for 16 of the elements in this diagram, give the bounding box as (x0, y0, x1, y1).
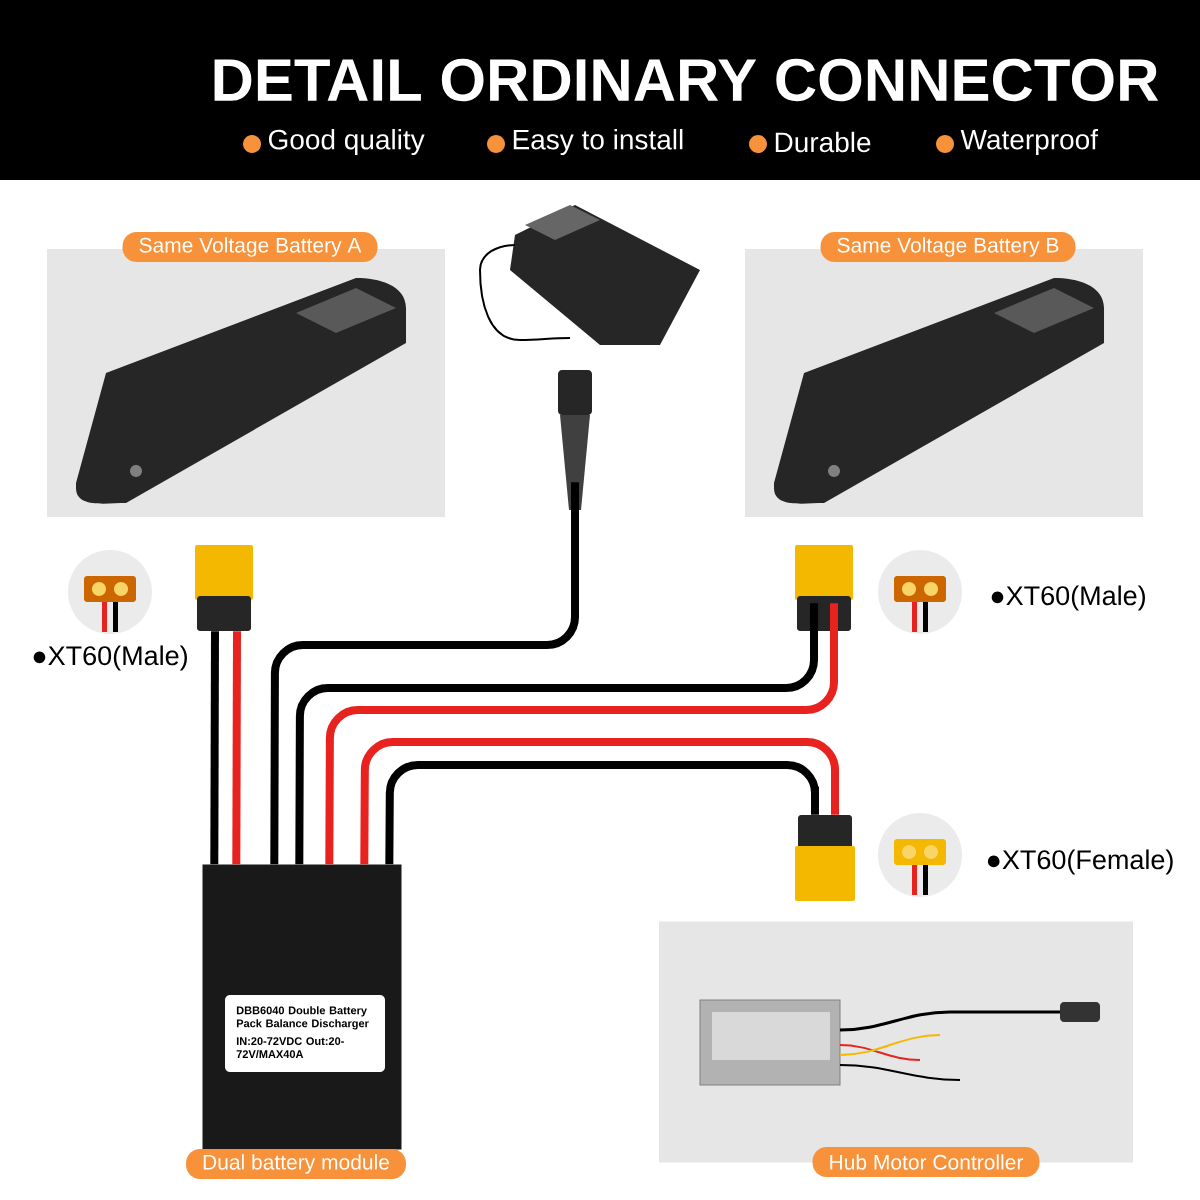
feature-label: Good quality (268, 128, 425, 156)
label-pill: Hub Motor Controller (812, 1147, 1040, 1177)
connector-type-label: ●XT60(Female) (987, 849, 1173, 875)
title: DETAIL ORDINARY CONNECTOR (214, 58, 1159, 102)
connector-type-label: ●XT60(Male) (33, 645, 187, 671)
label-pill: Same Voltage Battery B (820, 232, 1076, 262)
charger-drawing (479, 205, 700, 345)
feature-label: Waterproof (960, 128, 1099, 156)
module-label-text: DBB6040 Double Battery Pack Balance Discharger (236, 1006, 369, 1030)
label-pill: Dual battery module (186, 1149, 406, 1179)
feature-label: Durable (775, 131, 871, 153)
barrel-plug-drawing (558, 370, 592, 510)
connector-type-label: ●XT60(Male) (991, 585, 1145, 611)
module-label-text: IN:20-72VDC Out:20-72V/MAX40A (236, 1037, 344, 1059)
label-pill: Same Voltage Battery A (122, 232, 378, 262)
feature-label: Easy to install (513, 128, 683, 156)
